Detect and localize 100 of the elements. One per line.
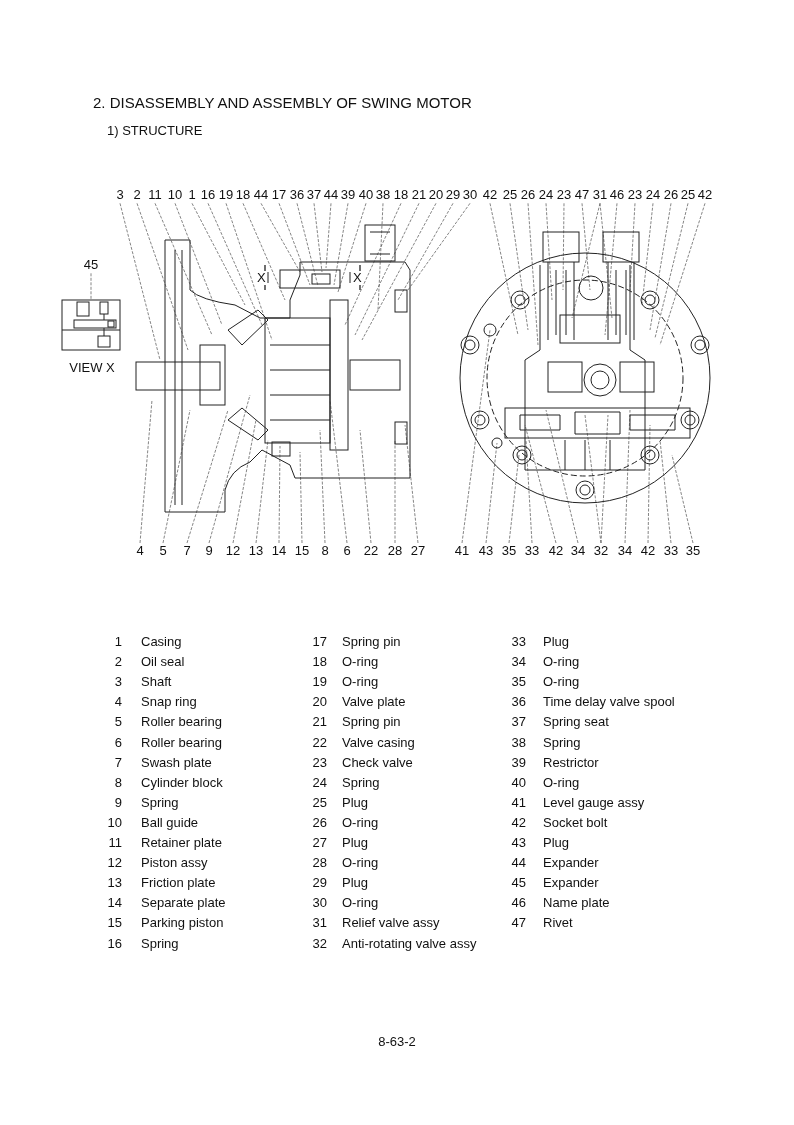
callout-number: 42 <box>696 188 714 203</box>
part-number: 12 <box>107 856 122 871</box>
leader-line <box>207 203 263 326</box>
part-name: Expander <box>543 876 599 891</box>
leader-line <box>489 203 519 336</box>
leader-line <box>604 203 618 336</box>
callout-number: 12 <box>224 544 242 559</box>
leader-line <box>344 203 402 326</box>
leader-line <box>377 203 384 311</box>
callout-number: 42 <box>639 544 657 559</box>
part-name: Spring pin <box>342 635 401 650</box>
leader-line <box>600 414 609 544</box>
leader-line <box>191 203 246 306</box>
callout-number: 42 <box>547 544 565 559</box>
part-name: Spring <box>342 775 380 790</box>
callout-number: 31 <box>591 188 609 203</box>
callout-number: 26 <box>662 188 680 203</box>
part-number: 16 <box>107 936 122 951</box>
callout-number: 14 <box>270 544 288 559</box>
leader-line <box>659 439 672 544</box>
leader-line <box>255 439 269 544</box>
part-number: 24 <box>312 775 327 790</box>
callout-number: 36 <box>288 188 306 203</box>
part-name: Snap ring <box>141 695 197 710</box>
part-name: O-ring <box>543 655 580 670</box>
part-number: 15 <box>107 916 122 931</box>
callout-number: 7 <box>182 544 192 559</box>
callout-number: 35 <box>684 544 702 559</box>
part-name: O-ring <box>342 896 379 911</box>
callout-number: 1 <box>187 188 197 203</box>
part-name: Restrictor <box>543 755 599 770</box>
part-name: O-ring <box>342 655 379 670</box>
part-name: Piston assy <box>141 856 208 871</box>
callout-number: 25 <box>501 188 519 203</box>
leader-line <box>407 203 471 291</box>
callout-number: 21 <box>410 188 428 203</box>
part-number: 18 <box>312 655 327 670</box>
callout-number: 33 <box>523 544 541 559</box>
leader-line <box>329 399 348 544</box>
part-name: Spring pin <box>342 715 401 730</box>
part-number: 37 <box>511 715 526 730</box>
part-number: 1 <box>114 635 122 650</box>
part-name: Anti-rotating valve assy <box>342 936 477 951</box>
part-number: 19 <box>312 675 327 690</box>
callout-number: 15 <box>293 544 311 559</box>
part-name: Plug <box>543 635 570 650</box>
part-name: Spring <box>141 936 179 951</box>
view-marker: X <box>257 271 266 286</box>
part-name: Socket bolt <box>543 815 608 831</box>
callout-number: 16 <box>199 188 217 203</box>
callout-number: 13 <box>247 544 265 559</box>
leader-line <box>508 454 520 544</box>
part-number: 29 <box>312 876 327 891</box>
part-name: Ball guide <box>141 815 199 831</box>
leader-line <box>647 424 651 544</box>
leader-line <box>659 203 706 346</box>
leader-line <box>154 203 213 336</box>
leader-line <box>485 442 498 544</box>
leader-line <box>225 203 273 341</box>
part-number: 23 <box>312 755 327 770</box>
part-number: 13 <box>107 876 122 891</box>
part-number: 39 <box>511 755 526 770</box>
leader-line <box>278 445 281 544</box>
callout-number: 39 <box>339 188 357 203</box>
callout-number: 10 <box>166 188 184 203</box>
part-number: 43 <box>511 836 526 851</box>
leader-line <box>571 203 601 319</box>
part-name: Oil seal <box>141 655 185 670</box>
callout-number: 17 <box>270 188 288 203</box>
callout-number: 3 <box>115 188 125 203</box>
callout-number: 41 <box>453 544 471 559</box>
part-name: Plug <box>342 836 369 851</box>
leader-line <box>162 409 191 544</box>
leader-line <box>174 203 223 326</box>
callout-number: 47 <box>573 188 591 203</box>
callout-number: 23 <box>555 188 573 203</box>
leader-line <box>186 409 229 544</box>
part-name: Expander <box>543 856 599 871</box>
callout-number: 43 <box>477 544 495 559</box>
leader-line <box>394 439 396 544</box>
part-name: Spring <box>141 795 179 811</box>
section-heading: 1) STRUCTURE <box>107 124 203 139</box>
page-number: 8-63-2 <box>378 1035 416 1050</box>
leader-line <box>242 203 286 301</box>
leader-line <box>333 203 349 286</box>
callout-number: 2 <box>132 188 142 203</box>
page-title: 2. DISASSEMBLY AND ASSEMBLY OF SWING MOTOR <box>93 95 472 112</box>
part-number: 30 <box>312 896 327 911</box>
callout-number: 25 <box>679 188 697 203</box>
part-name: O-ring <box>342 675 379 690</box>
leader-line <box>641 203 654 306</box>
part-number: 46 <box>511 896 526 911</box>
part-number: 6 <box>114 735 122 750</box>
callout-number: 4 <box>135 544 145 559</box>
part-number: 10 <box>107 815 122 831</box>
part-number: 44 <box>511 856 526 871</box>
callout-number: 18 <box>392 188 410 203</box>
part-name: Valve plate <box>342 695 406 710</box>
part-number: 36 <box>511 695 526 710</box>
view-caption: VIEW X <box>69 361 115 376</box>
